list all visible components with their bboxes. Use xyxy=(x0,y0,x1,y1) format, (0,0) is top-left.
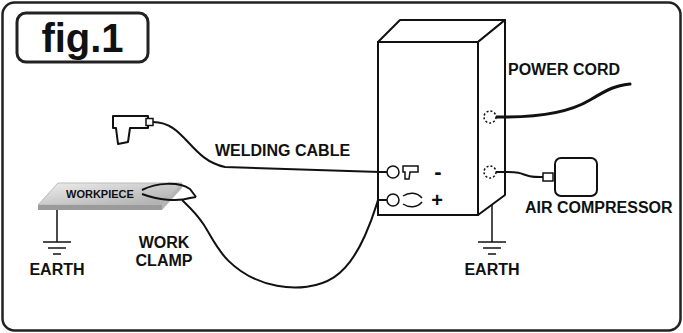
port-stub xyxy=(496,116,505,119)
machine-port xyxy=(484,166,496,178)
torch-grip xyxy=(146,119,153,126)
terminal-stub xyxy=(378,199,387,201)
part-label: WORKPIECE xyxy=(66,189,134,200)
machine-front xyxy=(378,42,478,215)
part-label: POWER CORD xyxy=(508,62,620,78)
work-clamp xyxy=(142,184,196,200)
earth-symbol xyxy=(56,210,58,242)
air-compressor: AIR COMPRESSOR xyxy=(543,158,597,196)
compressor-box xyxy=(555,158,597,196)
earth-symbol xyxy=(478,241,506,243)
welding-torch xyxy=(113,116,148,144)
part-label: AIR COMPRESSOR xyxy=(525,200,673,216)
output-terminal xyxy=(387,166,399,178)
machine-port xyxy=(484,111,496,123)
earth-symbol xyxy=(53,253,61,255)
earth-symbol xyxy=(488,253,496,255)
terminal-stub xyxy=(378,171,387,173)
part-label: WELDING CABLE xyxy=(215,143,350,159)
power-cord xyxy=(505,84,630,117)
plate-top xyxy=(38,183,182,205)
earth-symbol xyxy=(491,205,493,242)
plate-edge xyxy=(38,205,162,210)
earth-symbol xyxy=(48,247,66,249)
part-label: EARTH xyxy=(464,262,519,278)
earth-symbol xyxy=(483,247,501,249)
earth-symbol xyxy=(43,241,71,243)
terminal-polarity: + xyxy=(431,190,443,210)
workpiece-plate: WORKPIECE xyxy=(38,183,182,210)
figure-title: fig.1 xyxy=(17,13,148,62)
welding-machine-outline xyxy=(378,20,505,215)
welding-machine: -+ xyxy=(378,20,505,215)
port-stub xyxy=(496,171,505,173)
machine-side xyxy=(478,20,505,215)
welding-cable xyxy=(153,122,380,172)
hose-plug xyxy=(543,173,553,181)
torch-icon xyxy=(403,166,418,179)
output-terminal xyxy=(387,194,399,206)
air-compressor-outline xyxy=(543,158,597,196)
part-label: WORK CLAMP xyxy=(132,234,196,269)
work-cable xyxy=(182,200,378,288)
figure-frame xyxy=(3,3,681,331)
clamp-icon xyxy=(403,193,422,207)
plate-edge xyxy=(162,183,182,210)
title-box xyxy=(17,13,148,62)
terminal-polarity: - xyxy=(434,161,441,183)
air-hose xyxy=(505,172,543,177)
part-label: EARTH xyxy=(29,262,84,278)
